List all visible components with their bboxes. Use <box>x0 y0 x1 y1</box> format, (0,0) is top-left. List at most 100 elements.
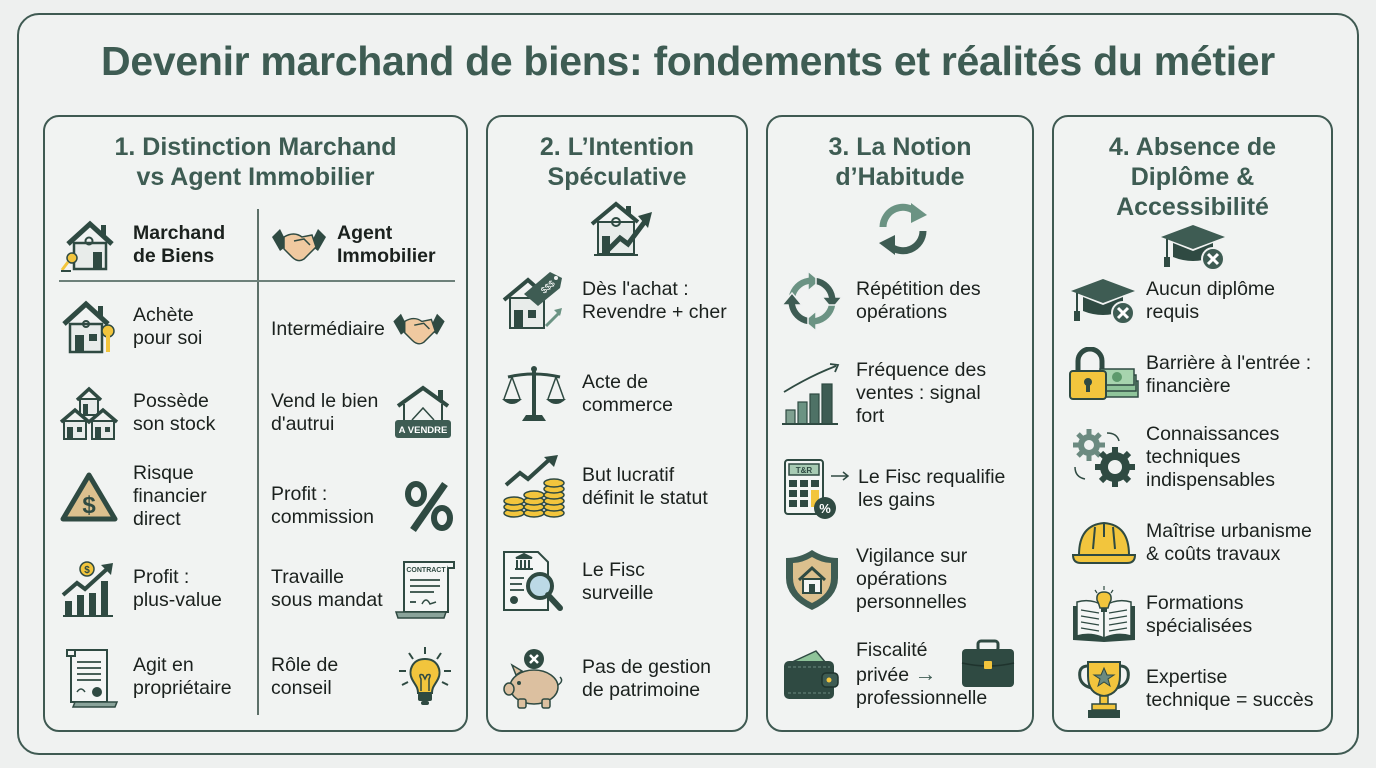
item-text: pour soi <box>133 327 203 349</box>
item-text: privée <box>856 664 910 686</box>
item-text: ventes : signal <box>856 382 981 404</box>
item-text: Expertise <box>1146 666 1228 688</box>
item-text: Achète <box>133 304 194 326</box>
item-label: Fiscalité privée → professionnelle <box>856 639 987 710</box>
item-text: Formations <box>1146 592 1244 614</box>
lightbulb-icon <box>393 645 457 709</box>
item-text: Répétition des <box>856 278 981 300</box>
svg-text:$: $ <box>82 492 96 519</box>
gears-icon <box>1066 426 1142 490</box>
item-text: Agit en <box>133 654 194 676</box>
item-text: Aucun diplôme <box>1146 278 1275 300</box>
tax-document-magnifier-icon <box>502 550 566 614</box>
list-item: Barrière à l'entrée :financière <box>1066 343 1311 407</box>
item-text: Rôle de <box>271 654 339 676</box>
list-item: Profit :commission <box>271 474 461 538</box>
item-text: indispensables <box>1146 469 1276 491</box>
svg-text:$: $ <box>84 565 90 576</box>
item-text: Pas de gestion <box>582 656 712 678</box>
item-text: Diplôme & <box>1130 163 1255 191</box>
item-text: 4. Absence de <box>1108 133 1277 161</box>
item-text: financière <box>1146 375 1231 397</box>
item-text: personnelles <box>856 591 967 613</box>
item-label: Barrière à l'entrée :financière <box>1146 352 1311 398</box>
item-text: But lucratif <box>582 464 675 486</box>
item-text: spécialisées <box>1146 615 1253 637</box>
item-text: Dès l'achat : <box>582 278 689 300</box>
calculator-percent-icon: T&R% <box>780 457 858 521</box>
panel-title: 2. L’Intention Spéculative <box>488 132 746 192</box>
panel-distinction: 1. Distinction Marchand vs Agent Immobil… <box>43 115 468 732</box>
percent-icon <box>397 474 461 538</box>
item-text: sous mandat <box>271 589 383 611</box>
houses-stack-icon <box>57 381 121 445</box>
hard-hat-icon <box>1066 511 1142 575</box>
item-text: opérations <box>856 568 948 590</box>
item-text: Fréquence des <box>856 359 987 381</box>
item-text: vs Agent Immobilier <box>136 163 375 191</box>
list-item: Maîtrise urbanisme& coûts travaux <box>1066 511 1312 575</box>
item-text: Risque <box>133 462 194 484</box>
item-text: direct <box>133 508 181 530</box>
column-divider <box>257 209 259 715</box>
arrow-right-icon: → <box>914 661 937 686</box>
item-text: techniques <box>1146 446 1241 468</box>
item-text: Maîtrise urbanisme <box>1146 520 1312 542</box>
house-growth-icon <box>588 200 654 258</box>
header-agent: Agent Immobilier <box>267 213 436 277</box>
house-key-icon <box>57 295 121 359</box>
item-label: Marchand de Biens <box>133 222 225 268</box>
item-text: plus-value <box>133 589 222 611</box>
item-text: conseil <box>271 677 332 699</box>
item-text: Spéculative <box>547 163 687 191</box>
handshake-icon <box>267 213 331 277</box>
refresh-cycle-icon <box>875 201 931 257</box>
item-text: Immobilier <box>337 245 436 267</box>
item-text: surveille <box>582 582 654 604</box>
trophy-icon <box>1066 657 1142 721</box>
item-text: son stock <box>133 413 216 435</box>
svg-text:%: % <box>819 501 831 516</box>
item-text: Vigilance sur <box>856 545 968 567</box>
item-text: d'autrui <box>271 413 335 435</box>
wallet-icon <box>780 643 844 707</box>
header-divider <box>59 280 455 282</box>
item-label: Maîtrise urbanisme& coûts travaux <box>1146 520 1312 566</box>
item-text: d’Habitude <box>835 163 965 191</box>
svg-text:A VENDRE: A VENDRE <box>399 425 448 436</box>
house-price-tag-icon: $$$ <box>502 269 566 333</box>
item-text: Acte de <box>582 371 649 393</box>
list-item: $$$ Dès l'achat :Revendre + cher <box>502 269 727 333</box>
item-text: Revendre + cher <box>582 301 727 323</box>
item-text: Travaille <box>271 566 344 588</box>
item-text: de patrimoine <box>582 679 701 701</box>
page-title: Devenir marchand de biens: fondements et… <box>101 38 1275 84</box>
item-text: privée → <box>856 662 987 687</box>
contract-icon: CONTRACT <box>393 557 457 621</box>
piggy-bank-cross-icon <box>502 647 566 711</box>
item-text: Possède <box>133 390 209 412</box>
